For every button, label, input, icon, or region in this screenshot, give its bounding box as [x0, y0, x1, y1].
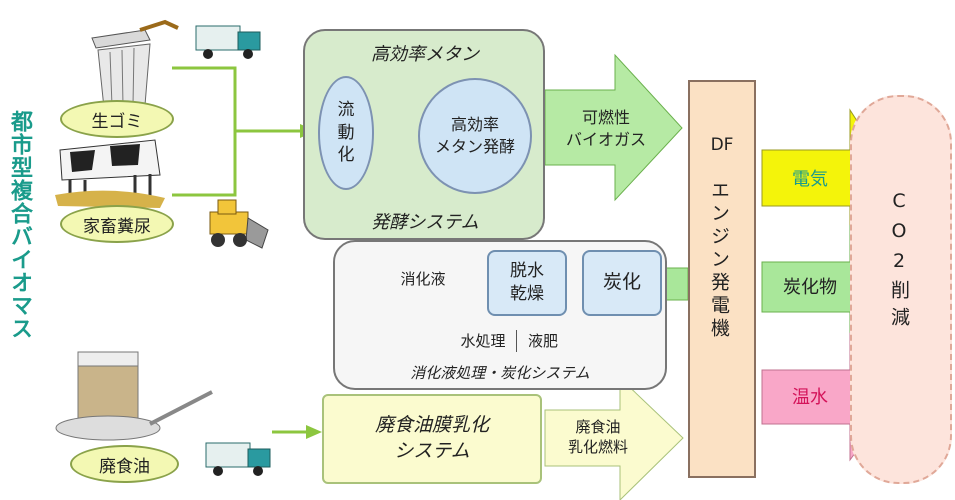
waste-oil-label: 廃食油: [70, 445, 179, 483]
digestate-system-footer: 消化液処理・炭化システム: [410, 364, 590, 382]
engine-df-label: DF: [710, 135, 734, 155]
side-title: 都市型複合バイオマス: [7, 110, 32, 340]
truck-icon: [195, 25, 261, 59]
electricity-output-label: 電気: [792, 168, 828, 190]
livestock-manure-label: 家畜糞尿: [60, 205, 174, 243]
combustible-biogas-label: 可燃性 バイオガス: [565, 108, 646, 149]
cow-icon: [55, 139, 165, 208]
char-output-label: 炭化物: [783, 276, 837, 298]
co2-reduction-label: CO2削減: [888, 190, 910, 334]
hot-water-output-label: 温水: [792, 386, 828, 408]
dehydration-drying-node: 脱水 乾燥: [487, 250, 567, 316]
liquid-fertilizer-label: 液肥: [516, 330, 569, 352]
truck-icon: [205, 442, 271, 476]
methane-system-header: 高効率メタン: [371, 44, 479, 65]
water-treatment-label: 水処理: [460, 331, 506, 350]
waste-oil-emulsification-system: 廃食油膜乳化 システム: [322, 394, 542, 484]
engine-generator-label: エンジン発電機: [708, 180, 730, 341]
digestate-label: 消化液: [400, 269, 446, 288]
oil-container-icon: [55, 351, 213, 441]
high-efficiency-fermentation-node: 高効率 メタン発酵: [418, 78, 532, 194]
co2-reduction: [850, 95, 952, 484]
bulldozer-icon: [209, 199, 269, 249]
raw-garbage-label: 生ゴミ: [60, 100, 174, 138]
df-engine-generator: [688, 80, 756, 478]
trash-can-icon: [91, 19, 179, 109]
fluidization-node: 流 動 化: [318, 76, 374, 190]
methane-system-footer: 発酵システム: [371, 212, 479, 233]
emulsified-fuel-label: 廃食油 乳化燃料: [567, 417, 628, 456]
carbonization-node: 炭化: [582, 250, 662, 316]
